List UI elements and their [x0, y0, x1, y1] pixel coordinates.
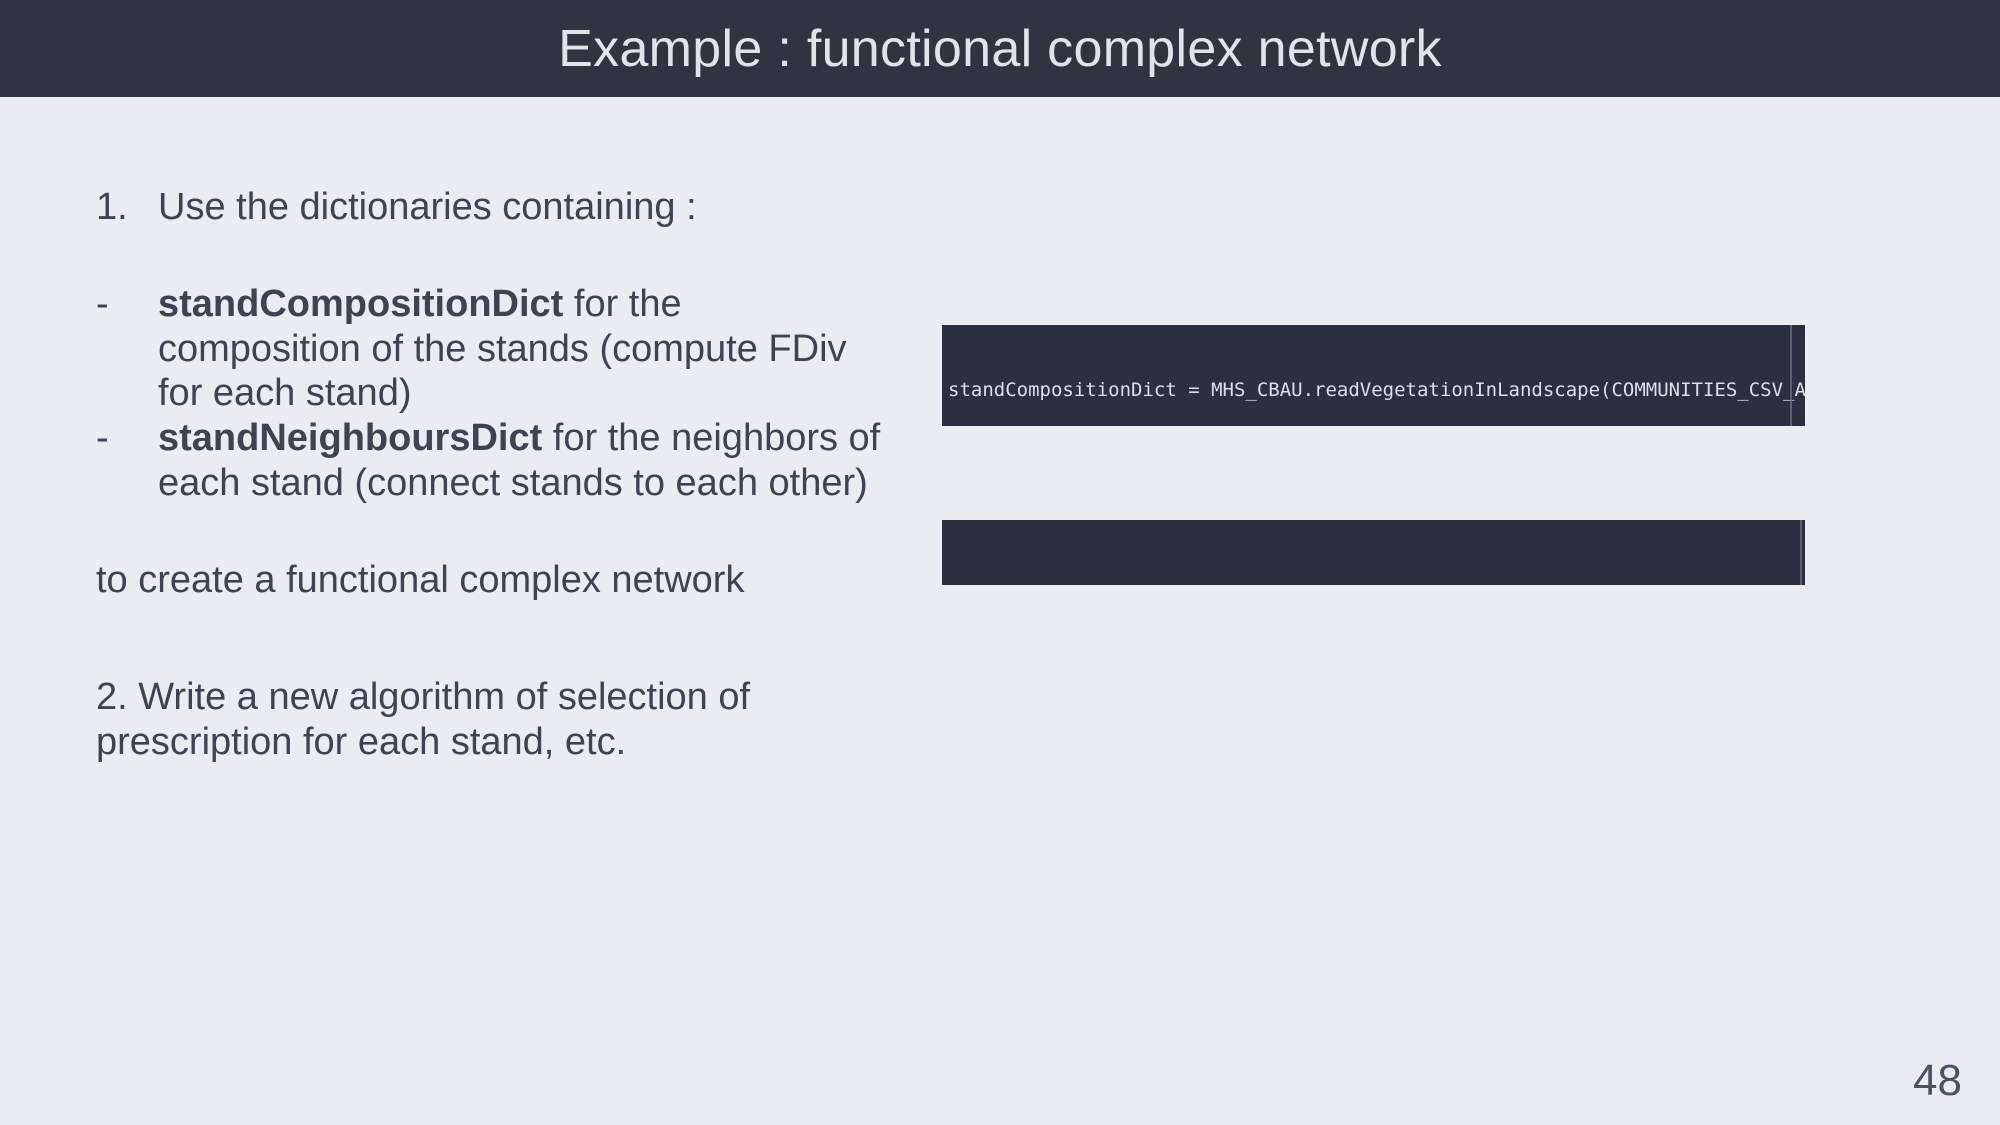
- term-stand-composition-dict: standCompositionDict: [158, 282, 564, 325]
- list-item-bullet-1-text: standCompositionDict for the composition…: [158, 282, 886, 416]
- list-item-bullet-2-text: standNeighboursDict for the neighbors of…: [158, 416, 886, 506]
- list-item-bullet-2: - standNeighboursDict for the neighbors …: [96, 416, 886, 506]
- paragraph-create-network: to create a functional complex network: [96, 558, 745, 601]
- term-stand-neighbours-dict: standNeighboursDict: [158, 417, 543, 460]
- paragraph-step-2: 2. Write a new algorithm of selection of…: [96, 675, 751, 763]
- slide-content-column: 1. Use the dictionaries containing : - s…: [96, 185, 886, 764]
- code-block-neighbours-dict: standNeighboursDict = MHS_CBAU.readingSt…: [942, 520, 1805, 585]
- list-item-bullet-1: - standCompositionDict for the compositi…: [96, 282, 886, 416]
- page-number: 48: [1913, 1056, 1962, 1105]
- list-item-step-1-text: Use the dictionaries containing :: [158, 186, 697, 228]
- code-line: standCompositionDict = MHS_CBAU.readVege…: [948, 379, 1805, 401]
- slide-header-bar: Example : functional complex network: [0, 0, 2000, 97]
- list-item-step-1: 1. Use the dictionaries containing :: [96, 185, 886, 230]
- page-title: Example : functional complex network: [558, 19, 1442, 78]
- editor-caret-guide: [1800, 520, 1802, 585]
- bullet-1-rest: for the composition of the stands (compu…: [158, 282, 847, 415]
- bullet-2-rest: for the neighbors of each stand (connect…: [158, 417, 881, 505]
- editor-caret-guide: [1790, 325, 1792, 426]
- code-block-composition-dict: standCompositionDict = MHS_CBAU.readVege…: [942, 325, 1805, 426]
- list-marker-1: 1.: [96, 186, 128, 228]
- dash-bullet-icon-2: -: [96, 417, 109, 460]
- dash-bullet-icon-1: -: [96, 282, 109, 325]
